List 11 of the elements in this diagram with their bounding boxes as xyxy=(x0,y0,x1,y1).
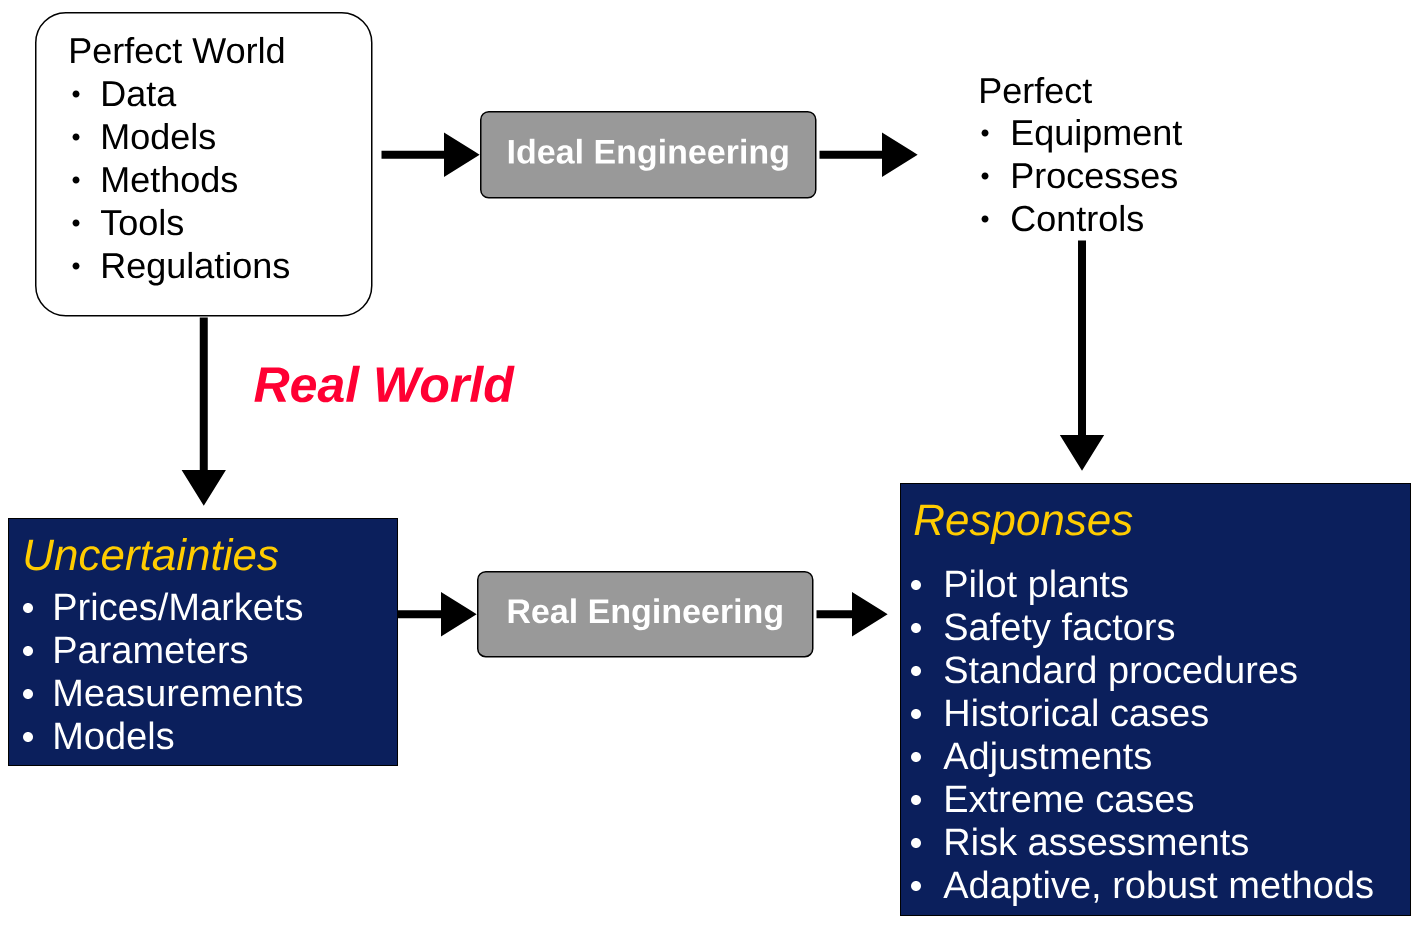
process-box: Ideal Engineering xyxy=(480,111,817,199)
text-block: Perfect Equipment Processes Controls xyxy=(981,76,1182,232)
node-label: Perfect xyxy=(981,76,1092,104)
node-label: Processes xyxy=(1013,163,1177,189)
dark-box: Uncertainties Prices/Markets Parameters Measurements Models xyxy=(8,518,398,766)
node-label: Equipment xyxy=(1013,118,1183,153)
heading-text: Real World xyxy=(254,365,515,403)
rounded-box: Perfect World Data Models Methods Tools Regulations xyxy=(35,12,373,317)
dark-box: Responses Pilot plants Safety factors Standard procedures Historical cases Adjustments Extreme cases Risk assessments Adaptive, robust methods xyxy=(900,483,1411,916)
process-box: Real Engineering xyxy=(477,571,814,658)
node-label: Controls xyxy=(1012,204,1143,232)
